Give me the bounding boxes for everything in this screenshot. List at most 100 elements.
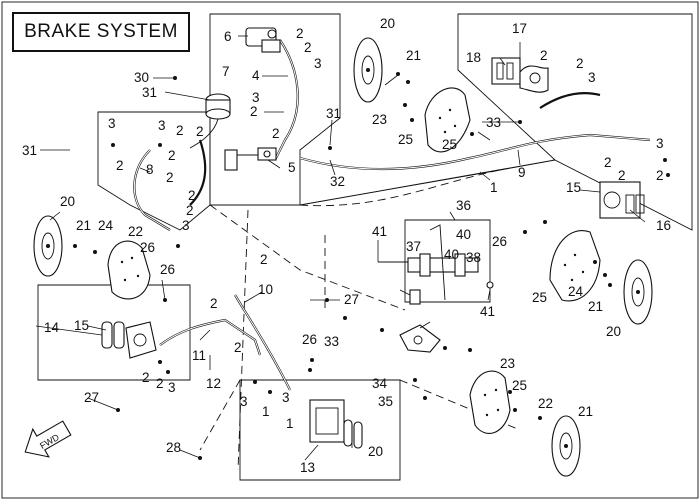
callout-8: 8 bbox=[146, 162, 154, 177]
callout-2: 2 bbox=[272, 126, 280, 141]
callout-3: 3 bbox=[168, 380, 176, 395]
pedal-spring bbox=[409, 289, 421, 305]
callout-2: 2 bbox=[540, 48, 548, 63]
disc-dust-cover-upper bbox=[424, 87, 471, 153]
rear-right-brake-disc bbox=[623, 259, 653, 325]
callout-36: 41 bbox=[372, 224, 387, 239]
brake-pedal bbox=[399, 324, 441, 353]
callout-20: 20 bbox=[60, 194, 75, 209]
front-line-right bbox=[189, 139, 207, 206]
right-front-caliper bbox=[599, 181, 645, 219]
callout-31: 34 bbox=[372, 376, 388, 391]
callout-34: 40 bbox=[444, 247, 459, 262]
callout-22: 22 bbox=[128, 224, 143, 239]
disc-dust-cover-left bbox=[107, 240, 151, 300]
callout-18: 17 bbox=[512, 21, 527, 36]
callout-29: 32 bbox=[330, 174, 345, 189]
callout-3: 3 bbox=[656, 136, 664, 151]
callout-31: 33 bbox=[324, 334, 339, 349]
callout-2: 1 bbox=[262, 404, 270, 419]
callout-2: 2 bbox=[188, 188, 196, 203]
rear-left-caliper-frame bbox=[239, 379, 401, 481]
callout-19: 18 bbox=[466, 50, 481, 65]
callout-30: 33 bbox=[486, 115, 501, 130]
callout-25: 26 bbox=[160, 262, 175, 277]
callout-2: 2 bbox=[168, 148, 176, 163]
callout-3: 3 bbox=[108, 116, 116, 131]
callout-26: 27 bbox=[344, 292, 359, 307]
callout-2: 2 bbox=[234, 340, 242, 355]
master-hose bbox=[274, 39, 299, 161]
callout-4: 4 bbox=[252, 68, 260, 83]
callout-7: 7 bbox=[222, 64, 230, 79]
callout-2: 2 bbox=[196, 124, 204, 139]
callout-12: 12 bbox=[206, 376, 221, 391]
front-left-brake-disc bbox=[33, 215, 63, 277]
callout-24: 25 bbox=[532, 290, 547, 305]
callout-2: 2 bbox=[604, 155, 612, 170]
callout-21: 22 bbox=[538, 396, 553, 411]
callout-20: 20 bbox=[606, 324, 621, 339]
callout-3: 3 bbox=[158, 118, 166, 133]
guide-line-pedal bbox=[209, 204, 406, 311]
callout-21: 21 bbox=[76, 218, 91, 233]
callout-26: 27 bbox=[84, 390, 99, 405]
callout-21: 21 bbox=[588, 299, 603, 314]
callout-3: 3 bbox=[588, 70, 596, 85]
brake-fluid-reservoir bbox=[189, 93, 231, 149]
callout-17: 16 bbox=[656, 218, 671, 233]
master-cylinder bbox=[245, 27, 281, 53]
callout-2: 2 bbox=[176, 123, 184, 138]
callout-3: 3 bbox=[282, 390, 290, 405]
callout-25: 26 bbox=[302, 332, 317, 347]
callout-24: 25 bbox=[398, 132, 413, 147]
callout-35: 40 bbox=[456, 227, 471, 242]
callout-2: 2 bbox=[618, 168, 626, 183]
callout-6: 6 bbox=[224, 29, 232, 44]
callout-2: 2 bbox=[142, 370, 150, 385]
callout-28: 31 bbox=[22, 143, 37, 158]
brake-pedal-assembly bbox=[378, 224, 494, 301]
diagram-title-text: BRAKE SYSTEM bbox=[24, 21, 178, 42]
front-right-brake-disc bbox=[353, 37, 383, 103]
callout-10: 10 bbox=[258, 282, 273, 297]
guide-line-left bbox=[199, 379, 241, 451]
callout-11: 11 bbox=[192, 348, 206, 363]
fastener-bolts bbox=[73, 72, 670, 460]
callout-3: 3 bbox=[314, 56, 322, 71]
callout-26: 28 bbox=[166, 440, 181, 455]
callout-20: 21 bbox=[578, 404, 593, 419]
callout-22: 23 bbox=[500, 356, 515, 371]
callout-3: 3 bbox=[252, 90, 260, 105]
callout-2: 2 bbox=[260, 252, 268, 267]
upper-frame-edge bbox=[299, 159, 556, 206]
callout-2: 2 bbox=[576, 56, 584, 71]
hose-11 bbox=[159, 318, 262, 356]
disc-dust-cover-right bbox=[549, 230, 601, 302]
callout-2: 2 bbox=[210, 296, 218, 311]
callout-23: 24 bbox=[98, 218, 114, 233]
callout-23: 24 bbox=[568, 284, 584, 299]
callout-3: 3 bbox=[182, 218, 190, 233]
callout-15: 15 bbox=[74, 318, 89, 333]
disc-dust-cover-lower bbox=[469, 370, 511, 434]
rear-left-brake-disc bbox=[551, 415, 581, 477]
callout-13: 13 bbox=[300, 460, 315, 475]
callout-33: 38 bbox=[466, 250, 481, 265]
callout-14: 14 bbox=[44, 320, 60, 335]
pedal-assembly-frame bbox=[404, 219, 491, 303]
rear-right-caliper bbox=[491, 57, 549, 93]
callout-2: 2 bbox=[296, 26, 304, 41]
callout-25: 26 bbox=[492, 234, 507, 249]
callout-31: 35 bbox=[378, 394, 393, 409]
callout-2: 2 bbox=[156, 376, 164, 391]
callout-26: 26 bbox=[140, 240, 155, 255]
callout-37: 41 bbox=[480, 304, 495, 319]
callout-5: 5 bbox=[288, 160, 296, 175]
callout-2: 2 bbox=[166, 170, 174, 185]
callout-20: 20 bbox=[380, 16, 395, 31]
callout-23: 25 bbox=[512, 378, 527, 393]
callout-3: 3 bbox=[240, 394, 248, 409]
